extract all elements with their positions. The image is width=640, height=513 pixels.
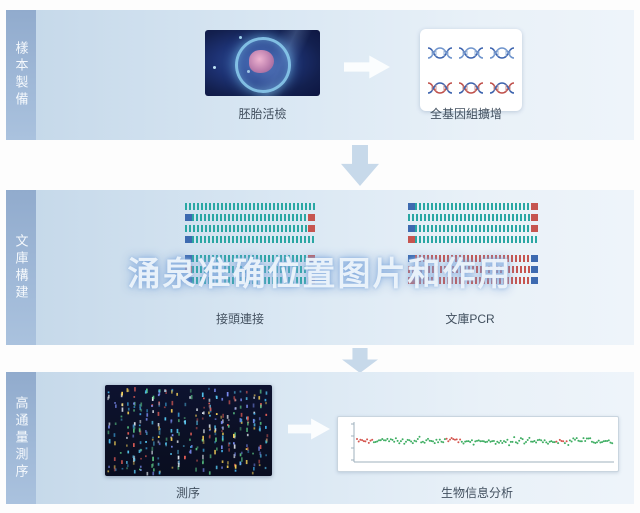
dna-fragment-row	[185, 236, 315, 243]
flowcell-dots	[107, 387, 269, 476]
dna-helix-icon	[427, 46, 452, 59]
fragment-body	[415, 277, 531, 284]
cnv-plot-dots	[351, 422, 614, 463]
sequencing-content: 測序 生物信息分析	[36, 372, 634, 504]
dna-fragment-row	[185, 225, 315, 232]
dna-fragment-row	[408, 225, 538, 232]
sample-prep-sidebar: 樣本製備	[6, 10, 36, 140]
fragment-body	[192, 266, 308, 273]
adapter-cap	[531, 203, 538, 210]
dna-fragment-row	[408, 266, 538, 273]
library-content: 接頭連接 文庫PCR	[36, 190, 634, 345]
embryo-cell	[235, 37, 291, 93]
embryo-nucleus	[249, 50, 274, 73]
fragment-body	[185, 225, 308, 232]
sequencing-band: 高通量測序 測序 生物信息分析	[6, 372, 634, 504]
adapter-cap	[308, 255, 315, 262]
adapter-cap	[185, 255, 192, 262]
sample-prep-content: 胚胎活檢 全基因組擴增	[36, 10, 634, 140]
dna-fragment-row	[408, 255, 538, 262]
cnv-analysis-plot	[337, 416, 619, 472]
adapter-cap	[408, 203, 415, 210]
dna-fragment-row	[408, 203, 538, 210]
arrow-right-icon	[288, 418, 330, 440]
adapter-cap	[308, 225, 315, 232]
adapter-cap	[185, 266, 192, 273]
sequencing-sidebar-label: 高通量測序	[13, 395, 29, 481]
dna-fragment-row	[408, 277, 538, 284]
embryo-biopsy-label: 胚胎活檢	[238, 107, 287, 121]
sequencing-sidebar: 高通量測序	[6, 372, 36, 504]
fragment-body	[415, 255, 531, 262]
dna-fragment-group	[408, 255, 538, 284]
library-band: 文庫構建 接頭連接	[6, 190, 634, 345]
fragment-body	[408, 214, 531, 221]
adapter-cap	[185, 214, 192, 221]
adapter-cap	[408, 236, 415, 243]
adapter-cap	[531, 266, 538, 273]
adapter-cap	[308, 266, 315, 273]
library-sidebar-label: 文庫構建	[13, 233, 29, 302]
dna-fragment-group	[185, 255, 315, 284]
adapter-cap	[531, 225, 538, 232]
dna-fragment-row	[185, 277, 315, 284]
fragment-body	[192, 277, 308, 284]
adapter-cap	[531, 277, 538, 284]
fragment-body	[192, 236, 315, 243]
library-sidebar: 文庫構建	[6, 190, 36, 345]
bioinformatics-label: 生物信息分析	[440, 486, 513, 500]
dna-fragment-row	[185, 266, 315, 273]
dna-fragment-group	[185, 203, 315, 243]
adapter-cap	[408, 255, 415, 262]
dna-helix-icon	[490, 46, 515, 59]
sample-prep-sidebar-label: 樣本製備	[13, 41, 29, 109]
fragment-body	[415, 203, 531, 210]
dna-fragment-group	[408, 203, 538, 243]
adapter-cap	[531, 214, 538, 221]
adapter-cap	[185, 277, 192, 284]
adapter-cap	[308, 277, 315, 284]
dna-helix-icon	[490, 81, 515, 94]
library-pcr-label: 文庫PCR	[445, 312, 495, 326]
fragment-body	[192, 214, 308, 221]
arrow-right-icon	[344, 55, 390, 79]
dna-fragment-row	[185, 255, 315, 262]
dna-fragment-row	[408, 236, 538, 243]
dna-helix-icon	[458, 81, 484, 94]
adapter-cap	[531, 255, 538, 262]
arrow-down-icon	[341, 145, 379, 186]
adapter-cap	[185, 236, 192, 243]
fragment-body	[408, 266, 531, 273]
wga-label: 全基因組擴增	[429, 107, 502, 121]
adapter-cap	[408, 225, 415, 232]
sequencing-label: 測序	[175, 486, 200, 500]
dna-fragment-row	[408, 214, 538, 221]
wga-image	[420, 29, 522, 111]
arrow-down-icon	[342, 348, 378, 373]
fragment-body	[192, 255, 308, 262]
embryo-biopsy-image	[205, 30, 320, 96]
dna-helix-icon	[427, 81, 452, 94]
dna-fragment-row	[185, 203, 315, 210]
fragment-body	[415, 236, 538, 243]
adapter-cap	[408, 277, 415, 284]
library-pcr-illustration	[408, 203, 538, 288]
fragment-body	[185, 203, 315, 210]
dna-fragment-row	[185, 214, 315, 221]
fragment-body	[415, 225, 531, 232]
adapter-cap	[308, 214, 315, 221]
adapter-ligation-illustration	[185, 203, 315, 288]
cell-debris-dots	[213, 66, 216, 69]
dna-helix-icon	[458, 46, 484, 59]
sample-prep-band: 樣本製備 胚胎活檢 全基因組擴增	[6, 10, 634, 140]
sequencing-flowcell-image	[105, 385, 272, 476]
adapter-ligation-label: 接頭連接	[215, 312, 264, 326]
